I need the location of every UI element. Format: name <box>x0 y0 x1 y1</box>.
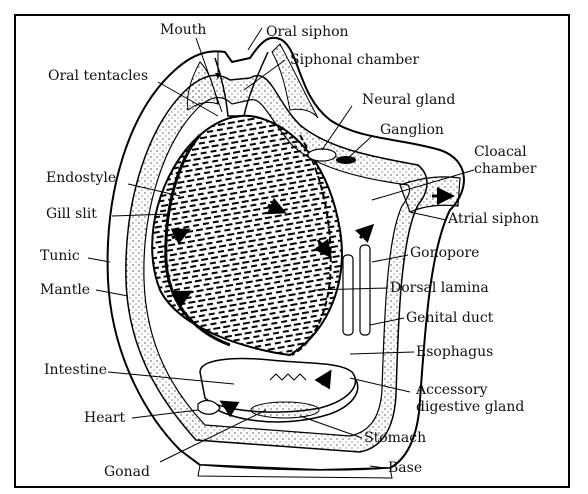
label-genital-duct: Genital duct <box>406 310 493 327</box>
label-oral-tentacles: Oral tentacles <box>48 68 148 85</box>
label-oral-siphon: Oral siphon <box>266 24 349 41</box>
label-cloacal-chamber-line1: Cloacal <box>474 144 527 161</box>
label-stomach: Stomach <box>364 430 426 447</box>
label-esophagus: Esophagus <box>416 344 493 361</box>
label-gonad: Gonad <box>104 464 150 481</box>
label-accessory-gland-line1: Accessory <box>416 382 487 399</box>
label-ganglion: Ganglion <box>380 122 444 139</box>
label-atrial-siphon: Atrial siphon <box>448 211 539 228</box>
label-endostyle: Endostyle <box>46 170 116 187</box>
label-dorsal-lamina: Dorsal lamina <box>390 280 489 297</box>
label-cloacal-chamber-line2: chamber <box>474 161 536 178</box>
label-base: Base <box>388 460 422 477</box>
label-gill-slit: Gill slit <box>46 206 97 223</box>
label-siphonal-chamber: Siphonal chamber <box>290 52 419 69</box>
label-mouth: Mouth <box>160 22 206 39</box>
label-intestine: Intestine <box>44 362 107 379</box>
label-accessory-gland-line2: digestive gland <box>416 399 524 416</box>
label-tunic: Tunic <box>40 248 80 265</box>
label-mantle: Mantle <box>40 282 90 299</box>
label-neural-gland: Neural gland <box>362 92 455 109</box>
label-gonopore: Gonopore <box>410 245 479 262</box>
label-heart: Heart <box>84 410 125 427</box>
